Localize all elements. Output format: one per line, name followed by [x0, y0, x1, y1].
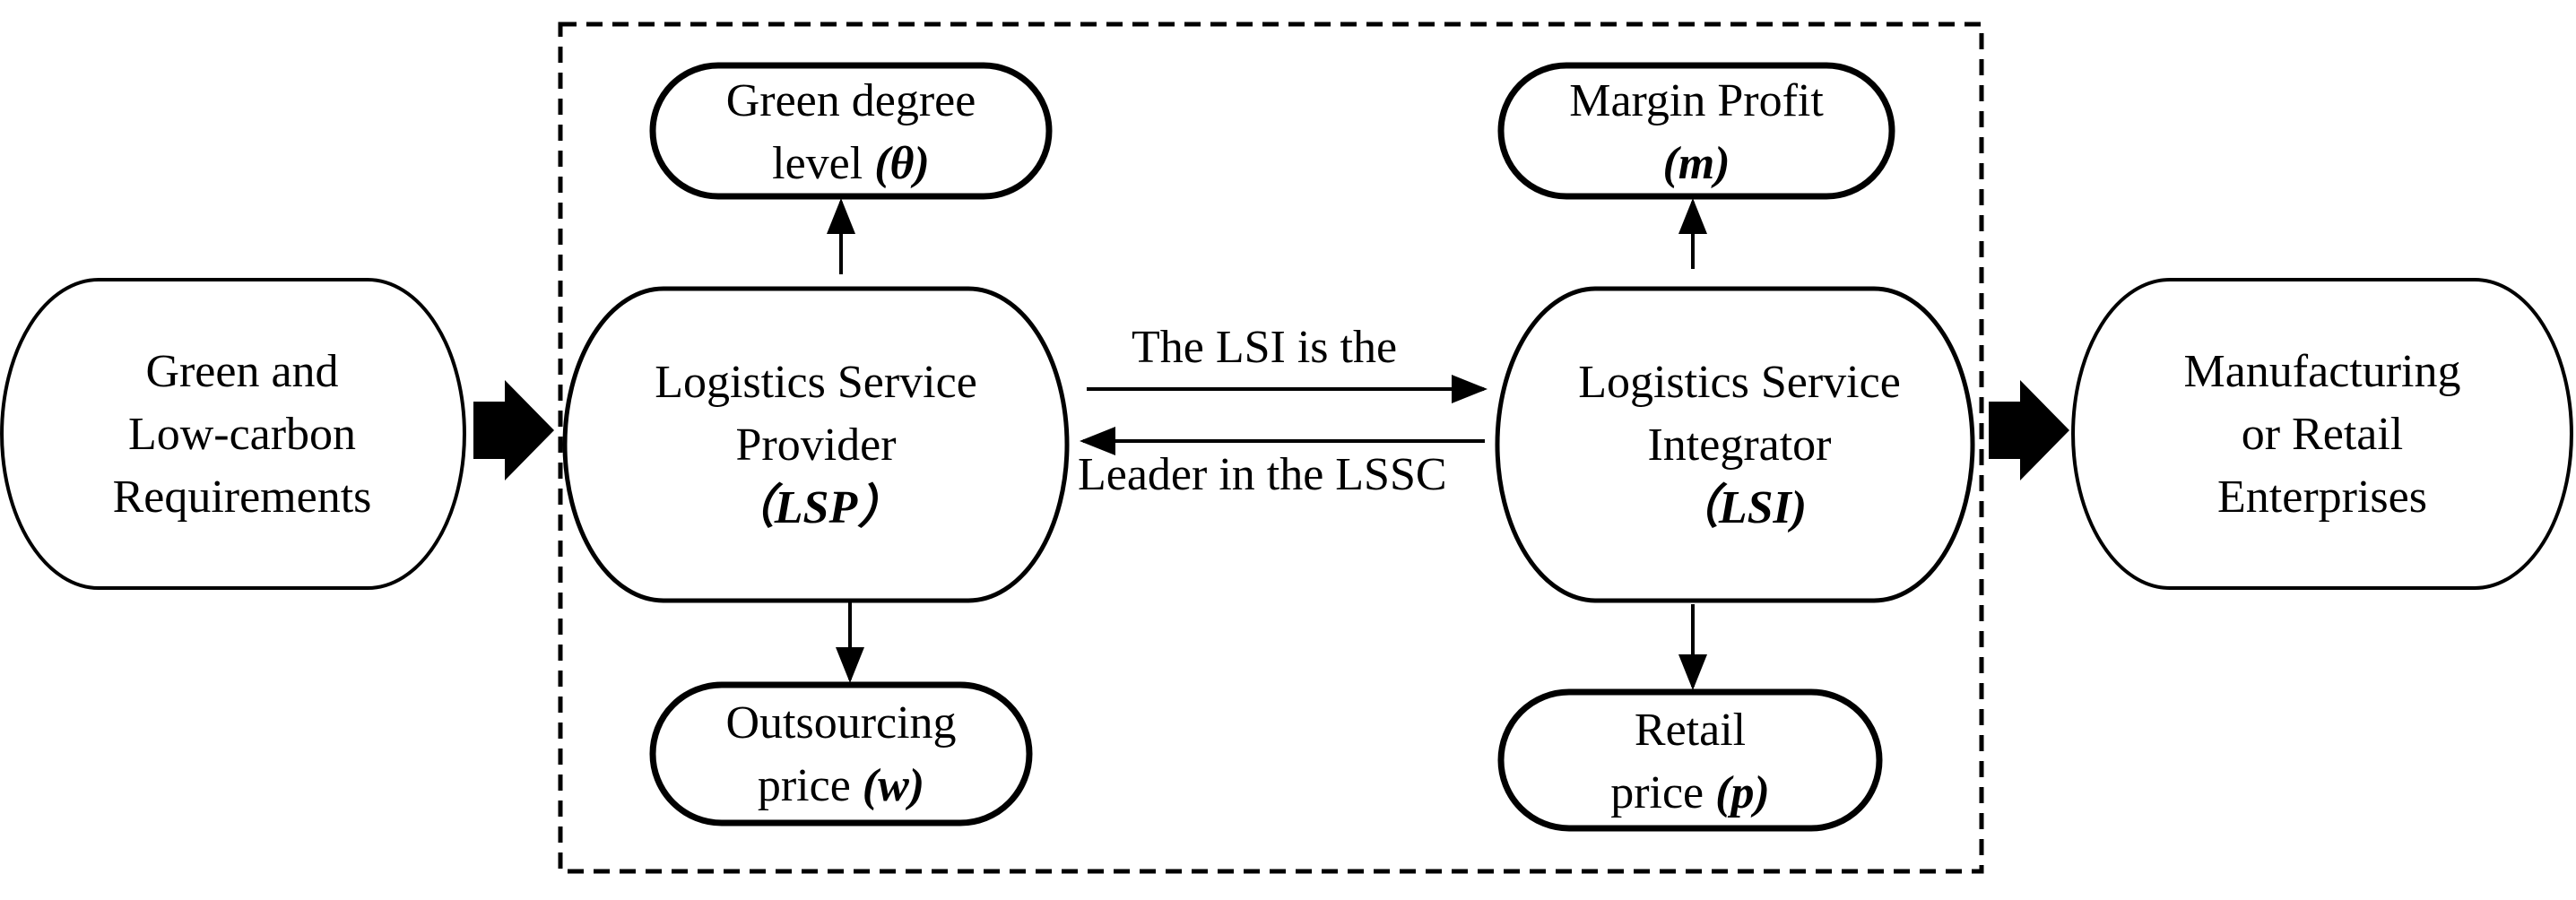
lsp-abbreviation: （LSP） [727, 482, 905, 533]
retail-price-line-2: price (p) [1501, 762, 1879, 825]
green-degree-node-shape [649, 62, 1053, 200]
retail-price-text: price [1610, 767, 1716, 818]
enterprises-node-label: Manufacturing or Retail Enterprises [2134, 341, 2511, 529]
lsi-line-1: Logistics Service [1578, 357, 1901, 408]
lsi-line-2: Integrator [1647, 420, 1832, 471]
retail-price-symbol: (p) [1715, 767, 1770, 818]
lsp-line-1: Logistics Service [655, 357, 977, 408]
lssc-dashed-boundary [558, 22, 1984, 874]
output-block-arrow [1989, 380, 2069, 480]
outsourcing-price-symbol: (w) [862, 760, 925, 811]
lsi-node-shape [1495, 286, 1975, 603]
margin-profit-symbol: (m) [1662, 138, 1730, 189]
green-degree-line-2: level (θ) [653, 133, 1049, 195]
enterprises-line-1: Manufacturing [2183, 346, 2461, 397]
margin-profit-node-shape [1497, 62, 1895, 200]
retail-price-node-label: Retail price (p) [1501, 699, 1879, 825]
green-degree-node-label: Green degree level (θ) [653, 70, 1049, 195]
enterprises-line-2: or Retail [2241, 409, 2404, 460]
lsi-node-label: Logistics Service Integrator （LSI) [1542, 351, 1937, 540]
edge-label-bottom: Leader in the LSSC [1078, 449, 1447, 500]
requirements-node-label: Green and Low-carbon Requirements [54, 341, 430, 529]
margin-profit-node-label: Margin Profit (m) [1501, 70, 1892, 195]
lsp-node-shape [562, 286, 1070, 603]
retail-price-node-shape [1497, 688, 1883, 832]
lsp-node-label: Logistics Service Provider （LSP） [619, 351, 1013, 540]
outsourcing-price-node-shape [649, 681, 1033, 826]
lsi-abbreviation: （LSI) [1671, 482, 1808, 533]
requirements-line-2: Low-carbon [127, 409, 357, 460]
retail-price-line-1: Retail [1634, 705, 1747, 756]
outsourcing-price-line-1: Outsourcing [725, 697, 957, 749]
margin-profit-line-1: Margin Profit [1569, 75, 1824, 126]
edge-label-top: The LSI is the [1132, 322, 1398, 373]
requirements-line-1: Green and [145, 346, 339, 397]
enterprises-line-3: Enterprises [2217, 472, 2427, 523]
requirements-line-3: Requirements [112, 472, 372, 523]
green-degree-line-1: Green degree [725, 75, 976, 126]
lsp-line-2: Provider [735, 420, 897, 471]
green-degree-level-text: level [772, 138, 875, 189]
outsourcing-price-line-2: price (w) [653, 755, 1029, 818]
input-block-arrow [473, 380, 554, 480]
enterprises-node-shape [2071, 278, 2573, 590]
requirements-node-shape [0, 278, 466, 590]
outsourcing-price-text: price [757, 760, 863, 811]
green-degree-symbol: (θ) [874, 138, 930, 189]
outsourcing-price-node-label: Outsourcing price (w) [653, 692, 1029, 818]
